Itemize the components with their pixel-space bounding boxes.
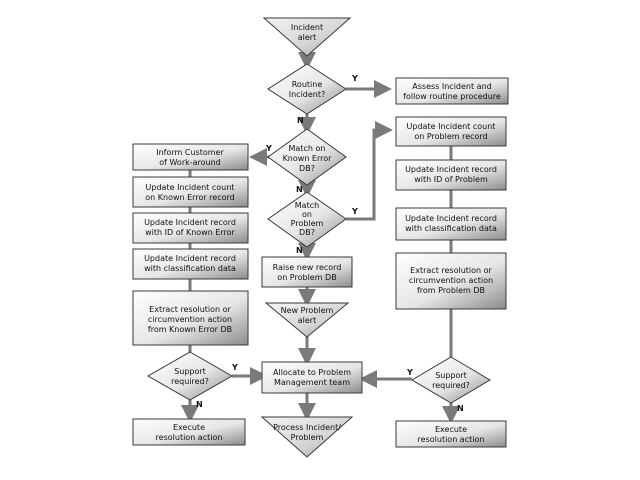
support-right-yes-label: Y [406,368,413,377]
known-error-no-label: N [296,185,303,194]
process-incident-node: Process Incident/Problem [260,416,354,458]
problem-no-label: N [296,246,303,255]
problem-yes-label: Y [351,207,358,216]
known-error-yes-label: Y [265,144,272,153]
connectors [181,52,460,424]
routine-no-label: N [297,116,304,125]
branch-labels: Y N Y N Y N Y N Y N [196,74,464,413]
svg-text:Process Incident/Problem: Process Incident/Problem [273,423,341,442]
support-left-no-label: N [196,400,203,409]
support-left-yes-label: Y [231,363,238,372]
support-right-no-label: N [457,404,464,413]
routine-yes-label: Y [351,74,358,83]
conn-problem-yes [346,121,393,221]
